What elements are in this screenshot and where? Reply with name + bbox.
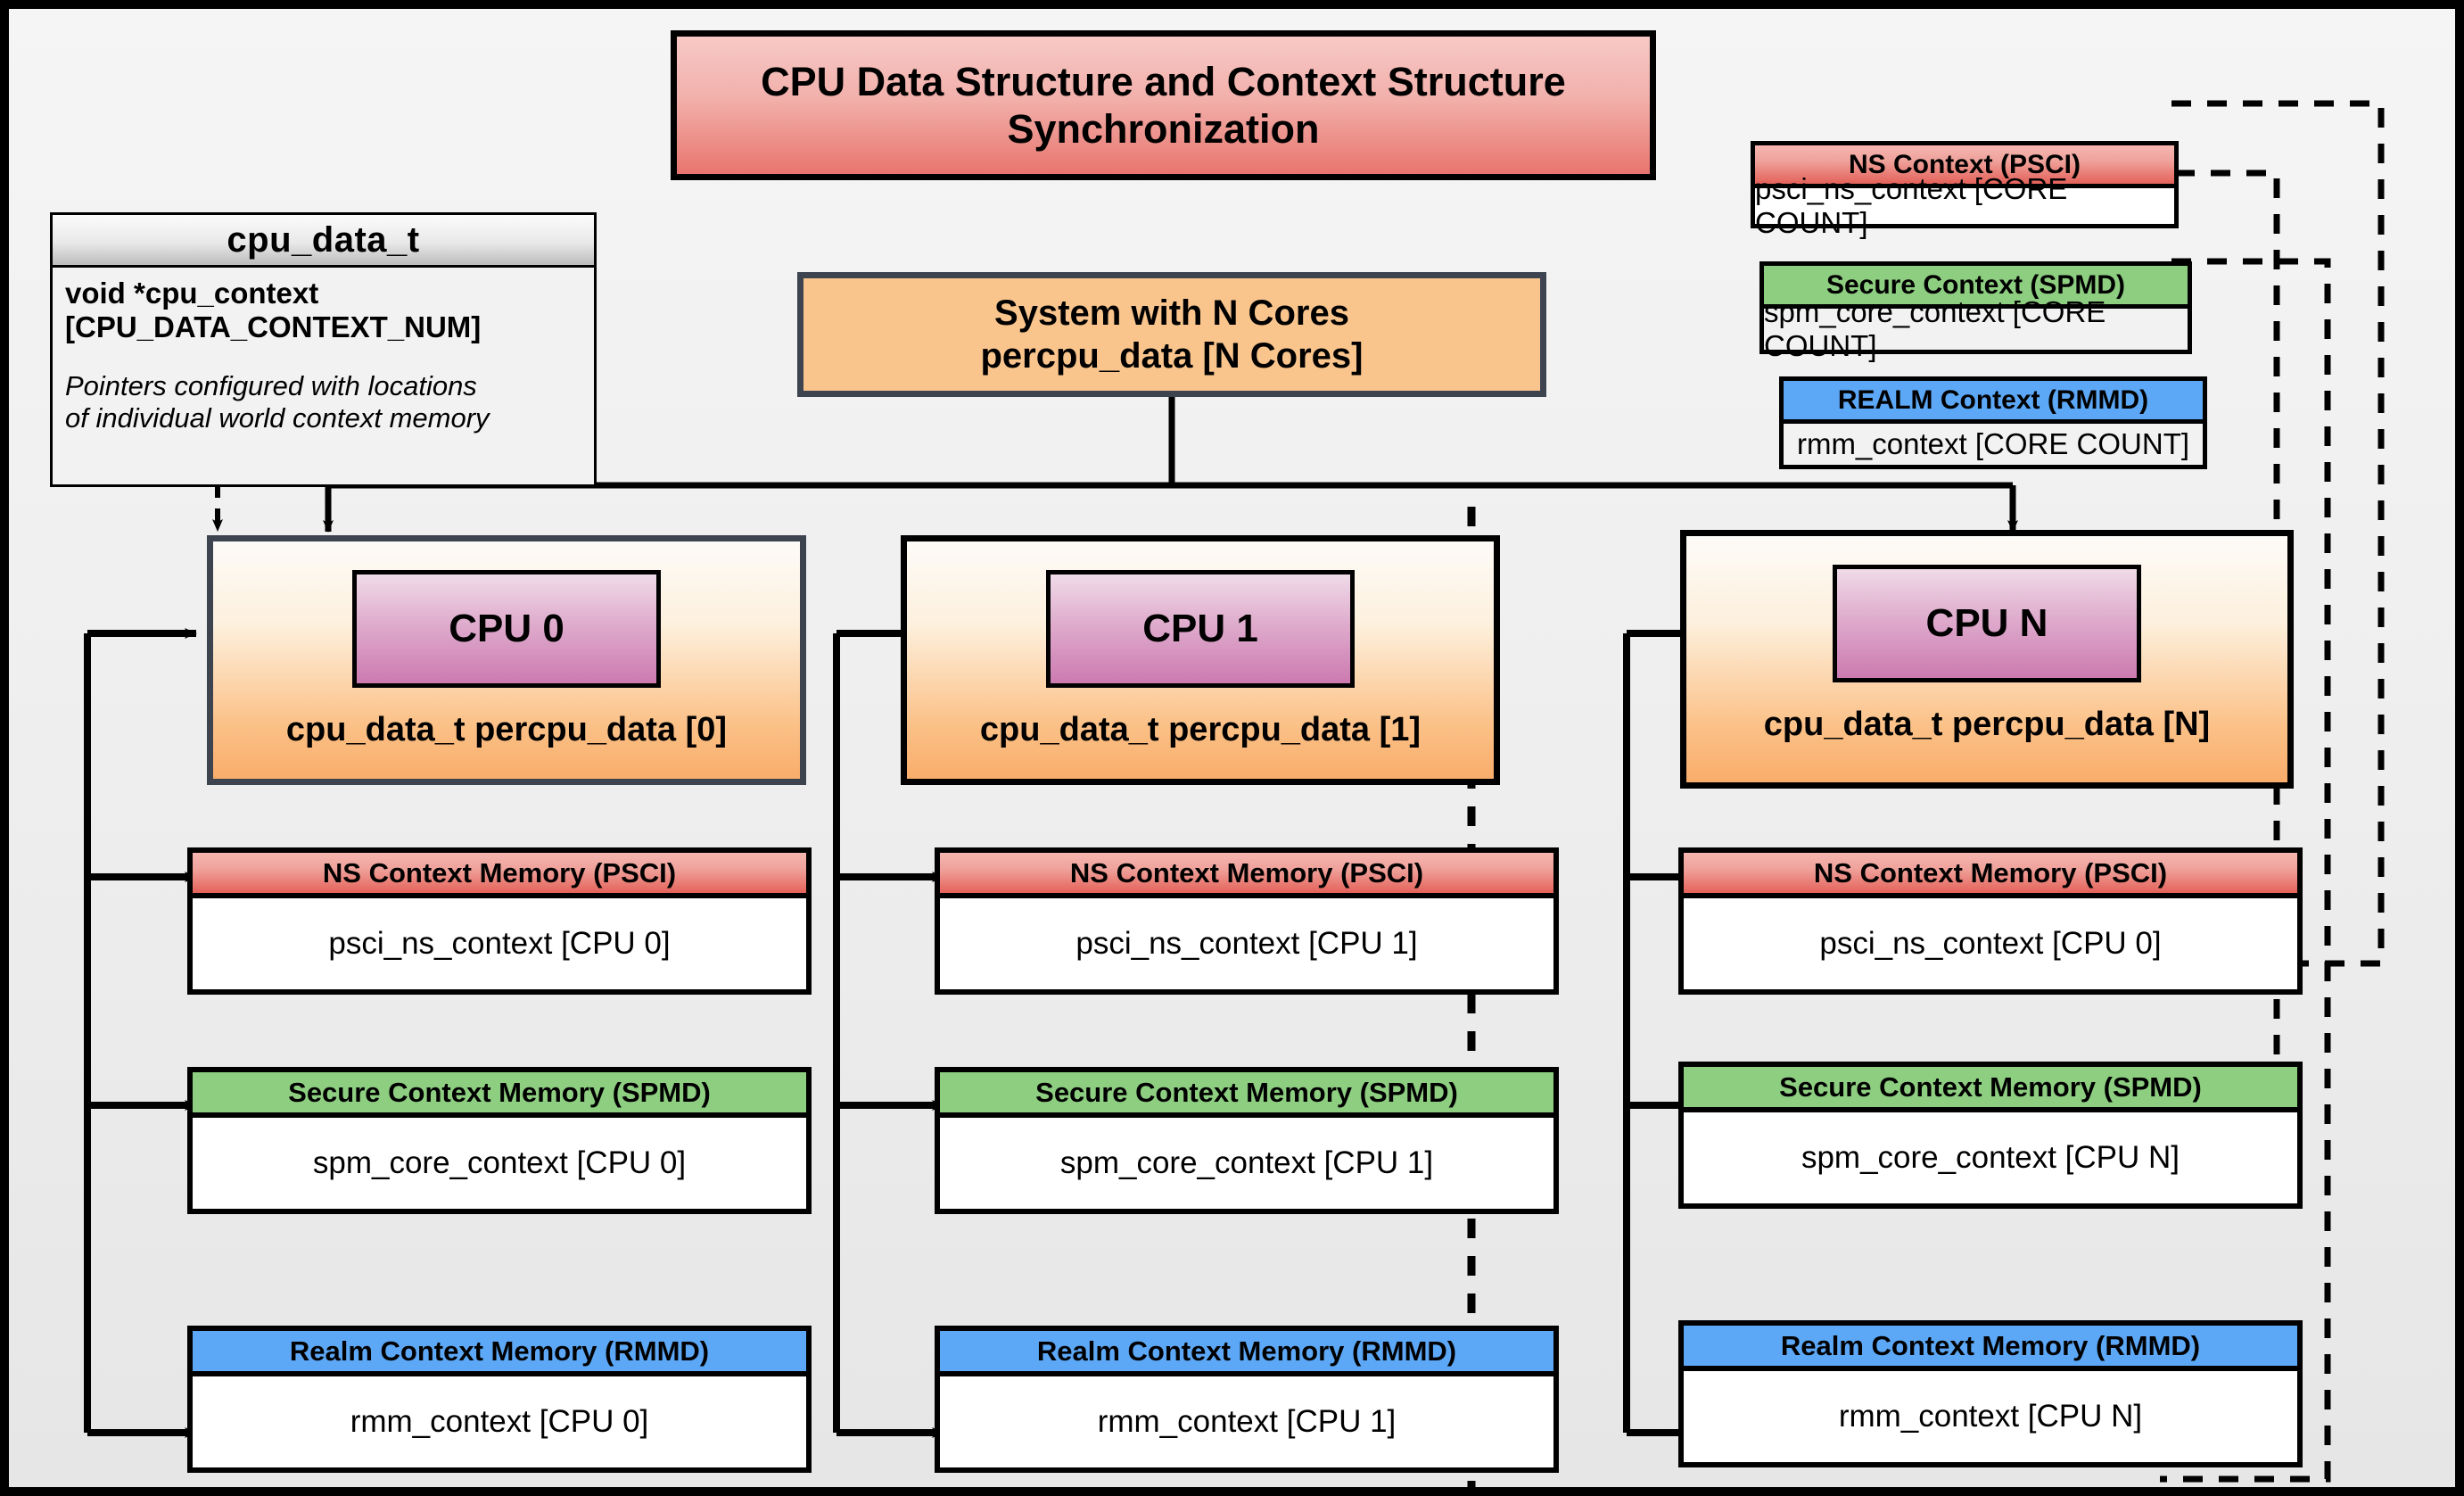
cpu0-context-realm-body: rmm_context [CPU 0] bbox=[350, 1404, 649, 1439]
cpu-chip-1: CPU 1 bbox=[1046, 570, 1355, 688]
diagram-panel: CPU 0 block --> bbox=[9, 9, 2455, 1487]
cpu1-context-secure-header: Secure Context Memory (SPMD) bbox=[940, 1072, 1553, 1118]
cpun-context-realm: Realm Context Memory (RMMD) rmm_context … bbox=[1678, 1320, 2303, 1467]
system-line-1: System with N Cores bbox=[994, 293, 1349, 333]
cpu-sub-n: cpu_data_t percpu_data [N] bbox=[1763, 706, 2211, 743]
system-n-cores-box: System with N Cores percpu_data [N Cores… bbox=[797, 272, 1546, 397]
cpu1-context-ns: NS Context Memory (PSCI) psci_ns_context… bbox=[935, 847, 1559, 995]
global-context-secure-body: spm_core_context [CORE COUNT] bbox=[1764, 295, 2188, 362]
cpu0-context-ns: NS Context Memory (PSCI) psci_ns_context… bbox=[187, 847, 812, 995]
global-context-realm-body: rmm_context [CORE COUNT] bbox=[1784, 424, 2203, 465]
cpu1-context-ns-body: psci_ns_context [CPU 1] bbox=[1075, 926, 1418, 961]
cpu0-context-ns-header: NS Context Memory (PSCI) bbox=[193, 853, 806, 898]
global-context-realm-header: REALM Context (RMMD) bbox=[1784, 381, 2203, 424]
cpun-context-ns: NS Context Memory (PSCI) psci_ns_context… bbox=[1678, 847, 2303, 995]
cpu0-context-realm: Realm Context Memory (RMMD) rmm_context … bbox=[187, 1326, 812, 1473]
cpu1-context-secure-body: spm_core_context [CPU 1] bbox=[1059, 1145, 1434, 1180]
cpu1-context-realm-body: rmm_context [CPU 1] bbox=[1097, 1404, 1397, 1439]
cpu0-context-realm-header: Realm Context Memory (RMMD) bbox=[193, 1331, 806, 1376]
cpu-block-0: CPU 0 cpu_data_t percpu_data [0] bbox=[207, 535, 806, 785]
global-context-ns-body: psci_ns_context [CORE COUNT] bbox=[1755, 172, 2174, 239]
cpun-context-ns-body: psci_ns_context [CPU 0] bbox=[1819, 926, 2162, 961]
system-line-2: percpu_data [N Cores] bbox=[980, 336, 1364, 376]
cpu1-context-ns-header: NS Context Memory (PSCI) bbox=[940, 853, 1553, 898]
cpun-context-realm-header: Realm Context Memory (RMMD) bbox=[1684, 1326, 2297, 1371]
global-context-secure-header: Secure Context (SPMD) bbox=[1764, 266, 2188, 309]
cpu-sub-1: cpu_data_t percpu_data [1] bbox=[979, 711, 1422, 748]
cpu-data-t-header: cpu_data_t bbox=[53, 215, 594, 268]
cpu-chip-0: CPU 0 bbox=[352, 570, 661, 688]
cpun-context-secure: Secure Context Memory (SPMD) spm_core_co… bbox=[1678, 1062, 2303, 1209]
title-line-2: Synchronization bbox=[1007, 106, 1320, 152]
cpu-block-1: CPU 1 cpu_data_t percpu_data [1] bbox=[901, 535, 1500, 785]
cpu1-context-realm: Realm Context Memory (RMMD) rmm_context … bbox=[935, 1326, 1559, 1473]
cpu0-context-secure-header: Secure Context Memory (SPMD) bbox=[193, 1072, 806, 1118]
cpu-data-t-field: void *cpu_context [CPU_DATA_CONTEXT_NUM] bbox=[65, 277, 482, 344]
cpu1-context-realm-header: Realm Context Memory (RMMD) bbox=[940, 1331, 1553, 1376]
cpu-data-t-body: void *cpu_context [CPU_DATA_CONTEXT_NUM]… bbox=[53, 268, 594, 435]
cpu-sub-0: cpu_data_t percpu_data [0] bbox=[285, 711, 728, 748]
title-line-1: CPU Data Structure and Context Structure bbox=[761, 58, 1566, 104]
global-context-secure: Secure Context (SPMD) spm_core_context [… bbox=[1759, 261, 2192, 362]
global-context-realm: REALM Context (RMMD) rmm_context [CORE C… bbox=[1779, 376, 2207, 469]
cpu-chip-n: CPU N bbox=[1833, 565, 2141, 682]
link-cpu0-contexts bbox=[84, 628, 197, 1438]
cpun-context-secure-header: Secure Context Memory (SPMD) bbox=[1684, 1067, 2297, 1112]
global-context-ns-header: NS Context (PSCI) bbox=[1755, 145, 2174, 188]
cpun-context-realm-body: rmm_context [CPU N] bbox=[1838, 1399, 2143, 1434]
global-context-ns: NS Context (PSCI) psci_ns_context [CORE … bbox=[1751, 141, 2179, 239]
cpun-context-secure-body: spm_core_context [CPU N] bbox=[1801, 1140, 2180, 1175]
diagram-title: CPU Data Structure and Context Structure… bbox=[671, 30, 1656, 180]
cpu-block-n: CPU N cpu_data_t percpu_data [N] bbox=[1680, 530, 2294, 789]
cpu0-context-secure: Secure Context Memory (SPMD) spm_core_co… bbox=[187, 1067, 812, 1214]
cpu-data-t-note: Pointers configured with locations of in… bbox=[65, 369, 490, 434]
cpu0-context-ns-body: psci_ns_context [CPU 0] bbox=[328, 926, 671, 961]
cpun-context-ns-header: NS Context Memory (PSCI) bbox=[1684, 853, 2297, 898]
cpu0-context-secure-body: spm_core_context [CPU 0] bbox=[312, 1145, 687, 1180]
cpu-data-t-struct: cpu_data_t void *cpu_context [CPU_DATA_C… bbox=[50, 212, 597, 487]
cpu1-context-secure: Secure Context Memory (SPMD) spm_core_co… bbox=[935, 1067, 1559, 1214]
